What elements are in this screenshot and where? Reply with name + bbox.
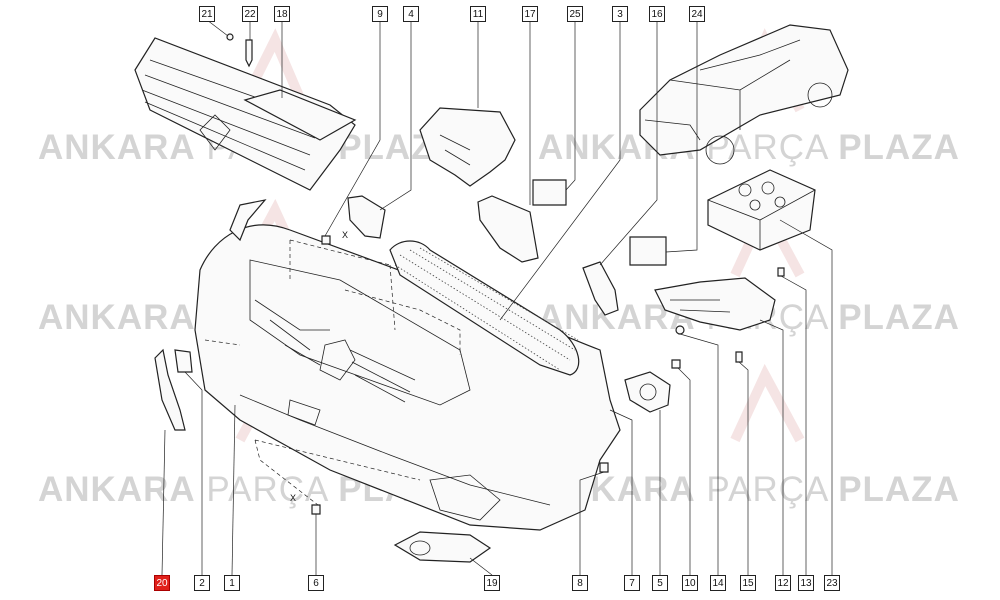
- car-thumbnail: [639, 24, 849, 165]
- x-mark-lower: X: [290, 493, 297, 503]
- callout-18[interactable]: 18: [274, 6, 290, 22]
- x-mark-upper: X: [342, 230, 349, 240]
- fastener-14: [675, 325, 685, 335]
- clip-2: [174, 349, 193, 373]
- screw-6: [311, 504, 321, 515]
- callout-22[interactable]: 22: [242, 6, 258, 22]
- upper-grille: [134, 37, 357, 191]
- callout-24[interactable]: 24: [689, 6, 705, 22]
- underpanel-12: [654, 277, 776, 331]
- callout-3[interactable]: 3: [612, 6, 628, 22]
- callout-14[interactable]: 14: [710, 575, 726, 591]
- callout-12[interactable]: 12: [775, 575, 791, 591]
- mesh-grille-3: [389, 240, 580, 376]
- callout-23[interactable]: 23: [824, 575, 840, 591]
- deflector-17: [477, 195, 539, 263]
- bracket-7-left: [582, 261, 619, 316]
- callout-19[interactable]: 19: [484, 575, 500, 591]
- assembly-lines: [204, 239, 461, 506]
- callout-16[interactable]: 16: [649, 6, 665, 22]
- callout-6[interactable]: 6: [308, 575, 324, 591]
- clip-10: [671, 359, 681, 369]
- callout-10[interactable]: 10: [682, 575, 698, 591]
- callout-2[interactable]: 2: [194, 575, 210, 591]
- clip-box-24: [707, 169, 816, 251]
- clip-22: [245, 39, 253, 68]
- screw-8: [599, 462, 609, 473]
- screw-21: [226, 33, 234, 41]
- callout-11[interactable]: 11: [470, 6, 486, 22]
- label-25: [532, 179, 567, 206]
- side-trim-20: [154, 348, 186, 431]
- screw-9: [321, 235, 331, 245]
- callout-9[interactable]: 9: [372, 6, 388, 22]
- leader-lines: [161, 19, 833, 576]
- callout-7[interactable]: 7: [624, 575, 640, 591]
- callout-21[interactable]: 21: [199, 6, 215, 22]
- callout-25[interactable]: 25: [567, 6, 583, 22]
- bracket-4: [347, 195, 386, 239]
- callout-5[interactable]: 5: [652, 575, 668, 591]
- callout-17[interactable]: 17: [522, 6, 538, 22]
- callout-8[interactable]: 8: [572, 575, 588, 591]
- screw-15: [735, 351, 743, 363]
- undertray-11: [419, 107, 516, 187]
- callout-20[interactable]: 20: [154, 575, 170, 591]
- sticker-16: [629, 236, 667, 266]
- callout-4[interactable]: 4: [403, 6, 419, 22]
- callout-13[interactable]: 13: [798, 575, 814, 591]
- fog-trim-19: [393, 531, 492, 563]
- callout-1[interactable]: 1: [224, 575, 240, 591]
- callout-15[interactable]: 15: [740, 575, 756, 591]
- fog-bracket-5: [624, 371, 671, 413]
- screw-13: [777, 267, 785, 277]
